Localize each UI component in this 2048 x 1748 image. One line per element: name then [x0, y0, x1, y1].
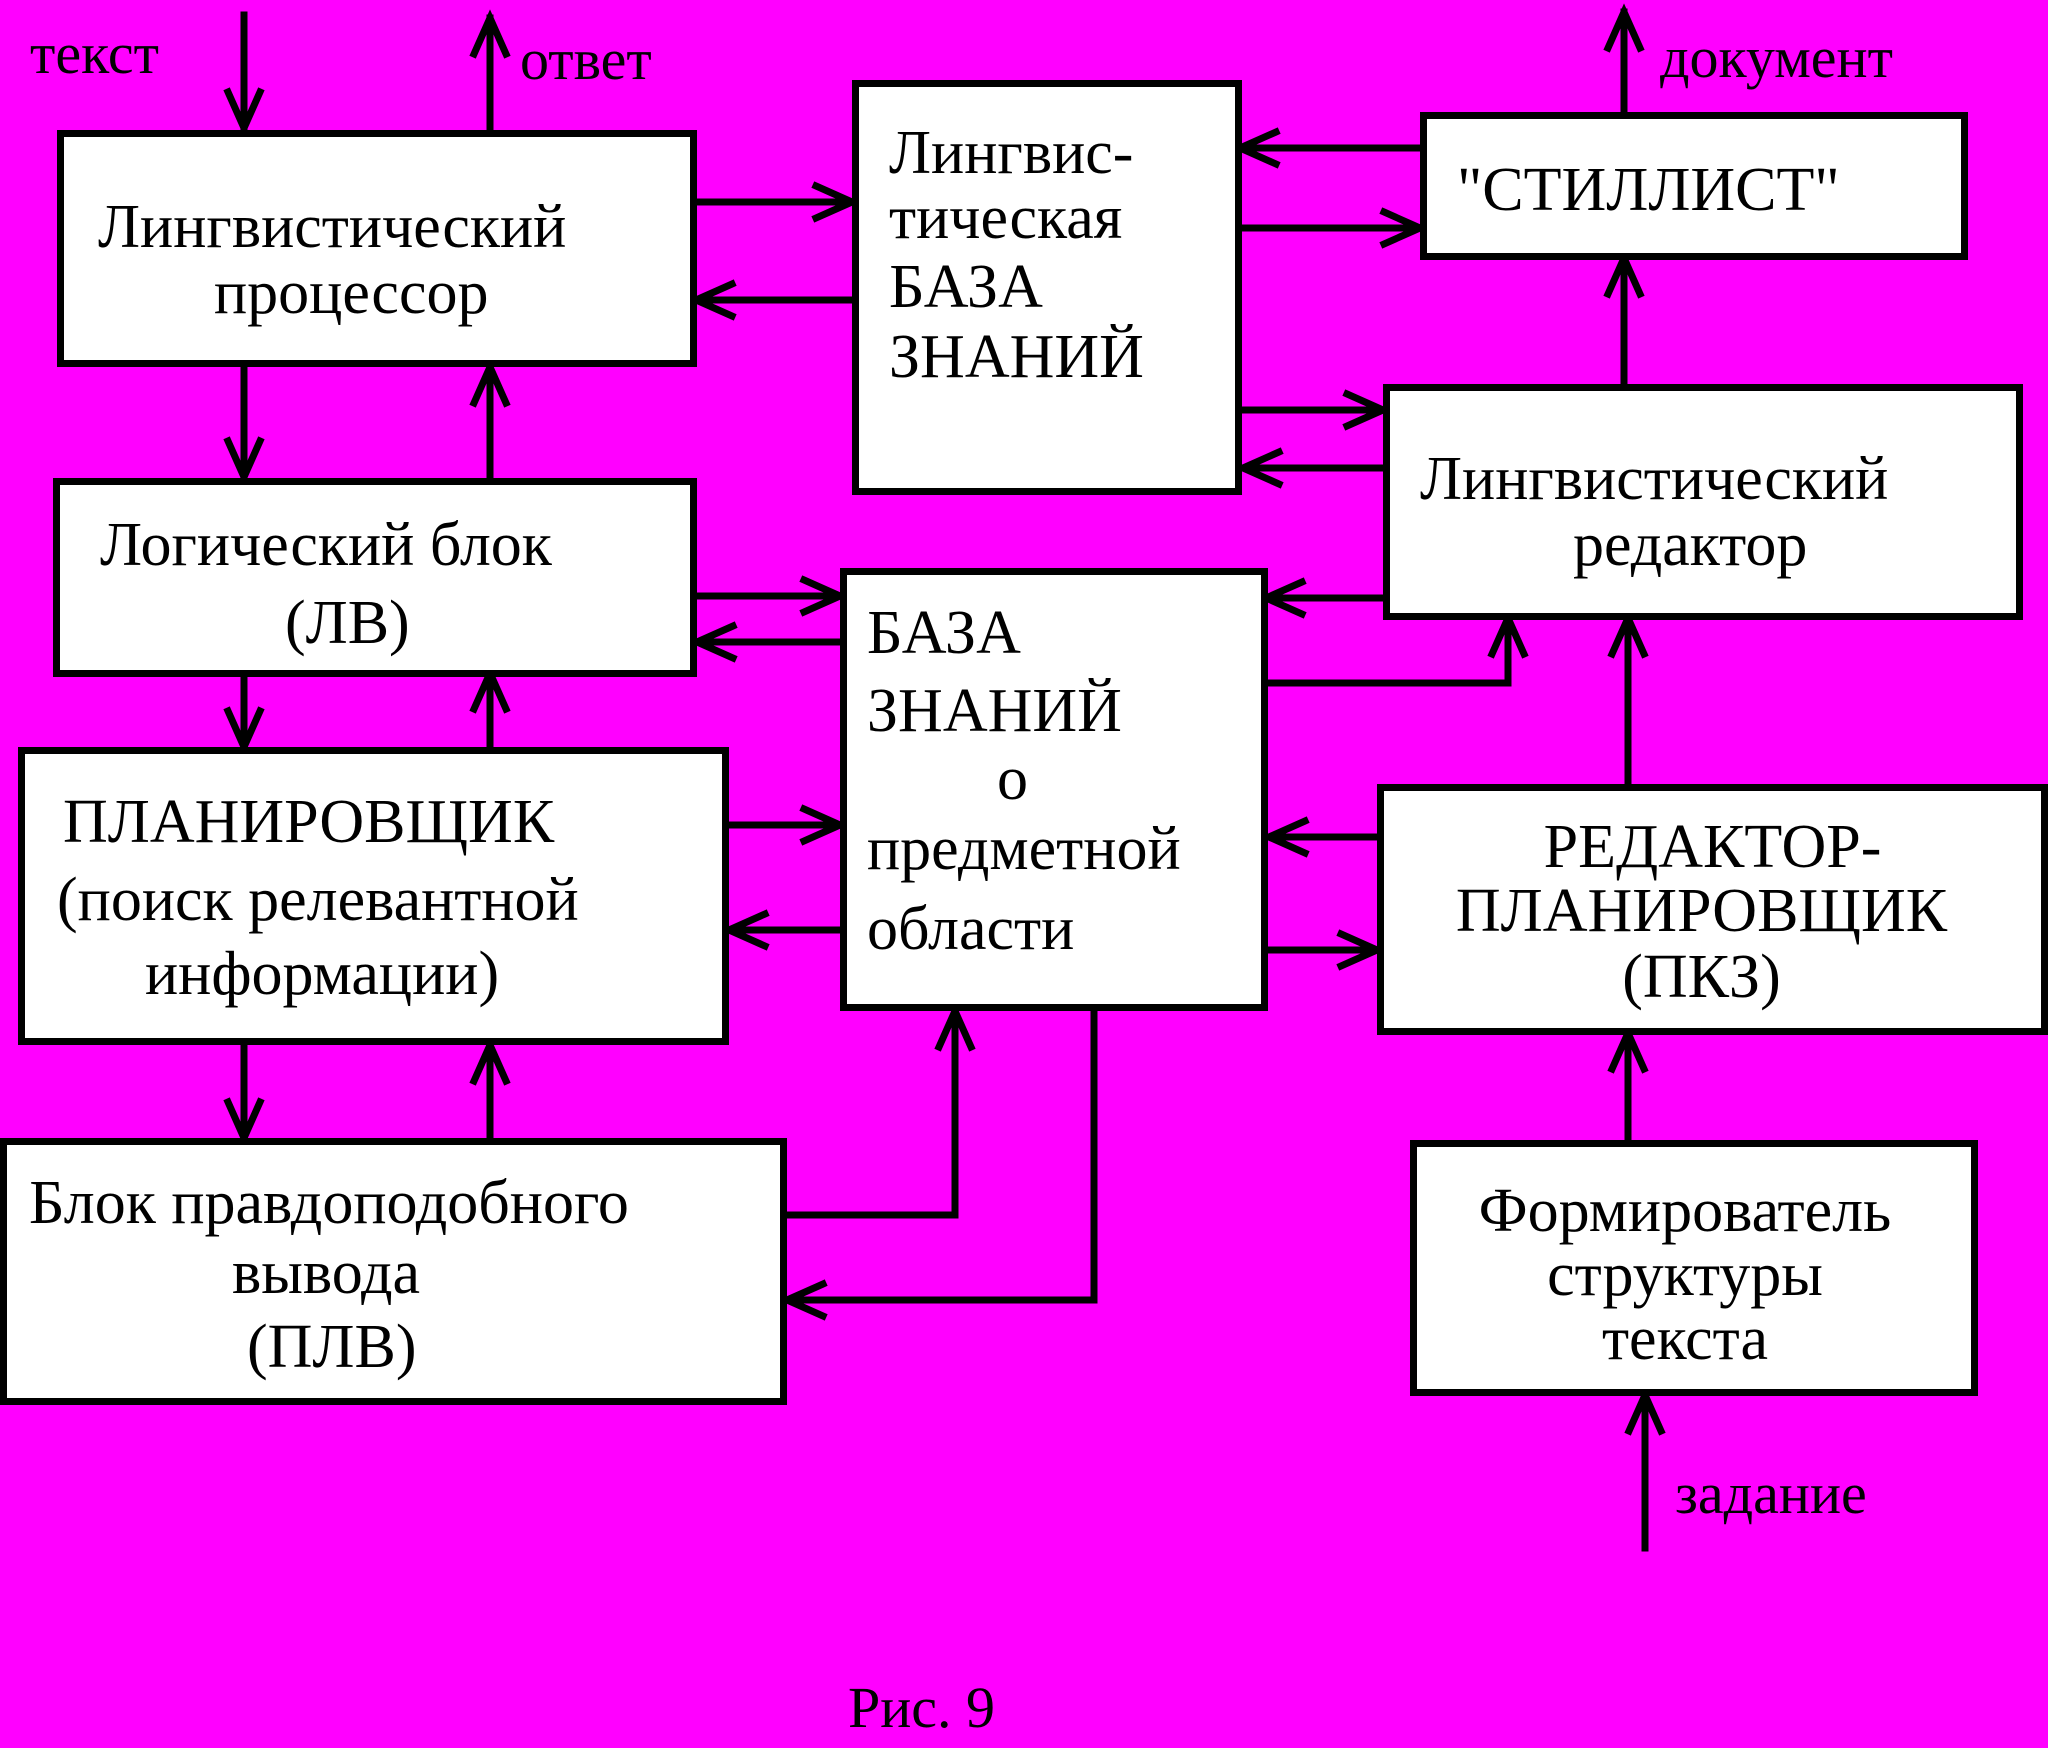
linguistic-processor-block: Лингвистический процессор: [57, 130, 697, 367]
block-label: предметной: [867, 815, 1181, 883]
block-label: текста: [1601, 1305, 1769, 1373]
block-label: (поиск релевантной: [57, 866, 579, 934]
arrow-domainkb-to-editor: [1262, 614, 1512, 687]
domain-knowledge-base-block: БАЗА ЗНАНИЙ о предметной области: [840, 568, 1268, 1011]
linguistic-editor-block: Лингвистический редактор: [1383, 384, 2023, 620]
label-answer-out: ответ: [520, 27, 652, 92]
linguistic-knowledge-base-block: Лингвис- тическая БАЗА ЗНАНИЙ: [852, 80, 1242, 495]
block-label: информации): [145, 940, 500, 1008]
planner-block: ПЛАНИРОВЩИК (поиск релевантной информаци…: [18, 747, 729, 1045]
label-text-in: текст: [30, 21, 159, 86]
block-label: (ПКЗ): [1622, 943, 1781, 1011]
stylist-block: "СТИЛЛИСТ": [1420, 112, 1968, 260]
block-label: (ПЛВ): [247, 1313, 417, 1381]
label-task-in: задание: [1675, 1461, 1867, 1526]
block-label: о: [997, 745, 1028, 813]
arrow-plv-to-domainkb: [780, 1007, 959, 1219]
block-label: структуры: [1547, 1241, 1823, 1309]
label-document-out: документ: [1660, 25, 1893, 90]
plausible-inference-block: Блок правдоподобного вывода (ПЛВ): [0, 1138, 787, 1405]
block-label: "СТИЛЛИСТ": [1457, 156, 1840, 224]
block-label: ЗНАНИЙ: [889, 323, 1144, 391]
block-label: Формирователь: [1478, 1177, 1892, 1245]
block-label: БАЗА: [889, 253, 1043, 321]
block-label: вывода: [232, 1239, 421, 1307]
block-label: ПЛАНИРОВЩИК: [1455, 877, 1948, 945]
block-label: (ЛВ): [285, 589, 410, 657]
block-label: области: [867, 895, 1075, 963]
block-label: редактор: [1573, 511, 1808, 579]
editor-planner-block: РЕДАКТОР- ПЛАНИРОВЩИК (ПКЗ): [1377, 784, 2048, 1035]
block-label: Лингвистический: [98, 193, 567, 261]
arrow-domainkb-to-plv: [783, 1007, 1098, 1304]
block-label: тическая: [889, 184, 1123, 252]
logic-block: Логический блок (ЛВ): [53, 478, 697, 677]
block-label: Лингвистический: [1420, 445, 1889, 513]
block-label: Блок правдоподобного: [29, 1169, 629, 1237]
block-label: процессор: [214, 259, 489, 327]
block-label: РЕДАКТОР-: [1543, 813, 1882, 881]
block-label: БАЗА: [867, 599, 1021, 667]
block-label: Лингвис-: [889, 119, 1134, 187]
block-label: Логический блок: [100, 511, 552, 579]
figure-caption: Рис. 9: [848, 1675, 996, 1740]
block-label: ПЛАНИРОВЩИК: [63, 788, 555, 856]
text-structure-former-block: Формирователь структуры текста: [1410, 1140, 1978, 1396]
block-label: ЗНАНИЙ: [867, 677, 1122, 745]
